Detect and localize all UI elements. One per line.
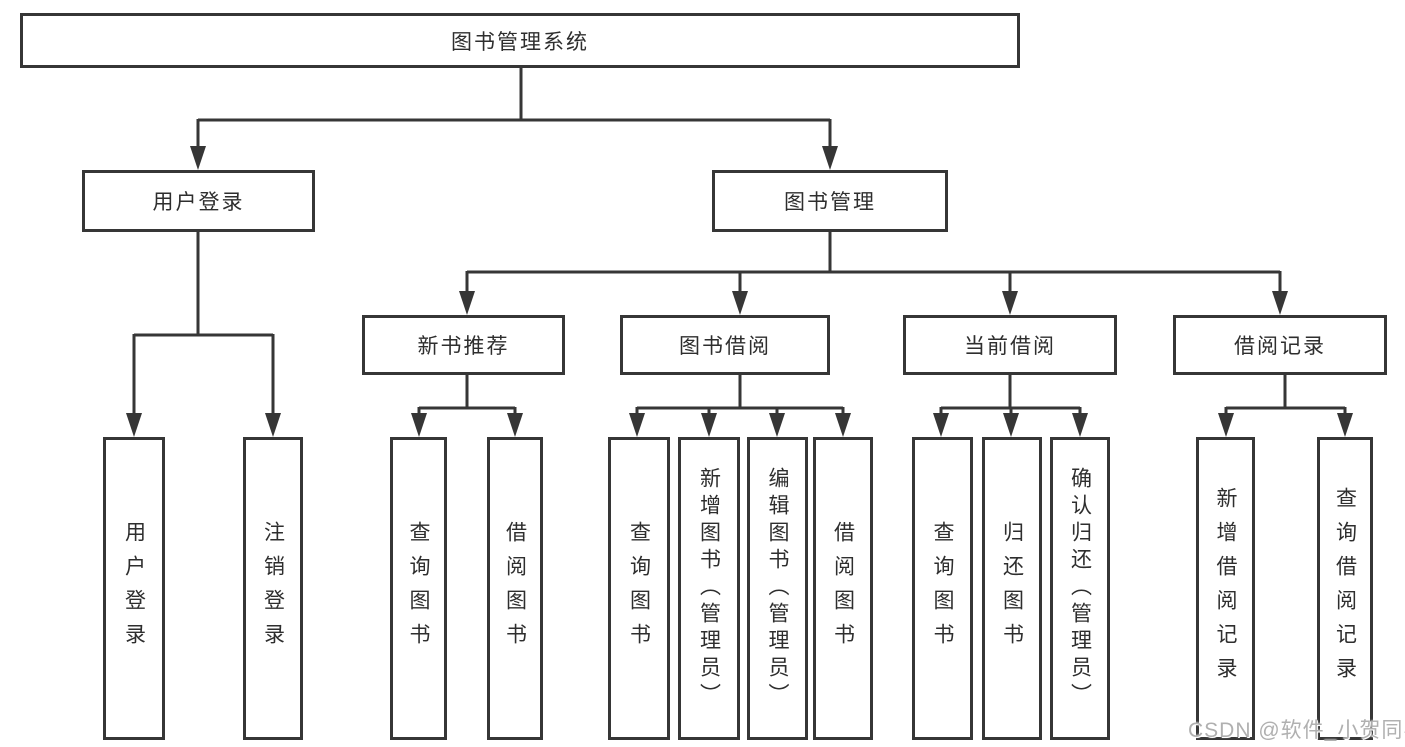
node-current-borrowing: 当前借阅: [903, 315, 1117, 375]
node-leaf-add-books-admin: 新增图书（管理员）: [678, 437, 740, 740]
node-book-management: 图书管理: [712, 170, 948, 232]
node-borrowing-records: 借阅记录: [1173, 315, 1387, 375]
node-leaf-confirm-return-admin: 确认归还（管理员）: [1050, 437, 1110, 740]
node-leaf-user-login: 用户登录: [103, 437, 165, 740]
node-leaf-borrow-books-recommend: 借阅图书: [487, 437, 543, 740]
node-leaf-return-books: 归还图书: [982, 437, 1042, 740]
node-leaf-borrow-books: 借阅图书: [813, 437, 873, 740]
node-library-management-system: 图书管理系统: [20, 13, 1020, 68]
arrowheads: [126, 146, 1353, 437]
node-label: 归还图书: [1000, 520, 1024, 657]
tree-edges: [132, 68, 1347, 416]
node-label: 编辑图书（管理员）: [766, 467, 789, 710]
node-label: 查询图书: [407, 520, 430, 657]
node-user-login: 用户登录: [82, 170, 315, 232]
node-label: 查询图书: [627, 520, 651, 657]
node-label: 新增图书（管理员）: [697, 467, 721, 710]
node-leaf-query-books-recommend: 查询图书: [390, 437, 447, 740]
node-label: 确认归还（管理员）: [1068, 467, 1092, 710]
node-leaf-edit-books-admin: 编辑图书（管理员）: [747, 437, 808, 740]
node-leaf-query-books-borrowing: 查询图书: [608, 437, 670, 740]
node-label: 注销登录: [261, 520, 285, 657]
node-leaf-add-borrow-record: 新增借阅记录: [1196, 437, 1255, 740]
node-label: 用户登录: [122, 520, 146, 657]
node-label: 新增借阅记录: [1214, 486, 1237, 691]
node-new-book-recommendation: 新书推荐: [362, 315, 565, 375]
node-leaf-query-borrow-record: 查询借阅记录: [1317, 437, 1373, 740]
csdn-watermark: CSDN @软件_小贺同学: [1188, 719, 1405, 742]
node-leaf-logout: 注销登录: [243, 437, 303, 740]
node-label: 查询图书: [931, 520, 954, 657]
node-leaf-query-books-current: 查询图书: [912, 437, 973, 740]
node-label: 借阅图书: [831, 520, 855, 657]
node-label: 借阅图书: [503, 520, 527, 657]
node-book-borrowing: 图书借阅: [620, 315, 830, 375]
node-label: 查询借阅记录: [1333, 486, 1357, 691]
